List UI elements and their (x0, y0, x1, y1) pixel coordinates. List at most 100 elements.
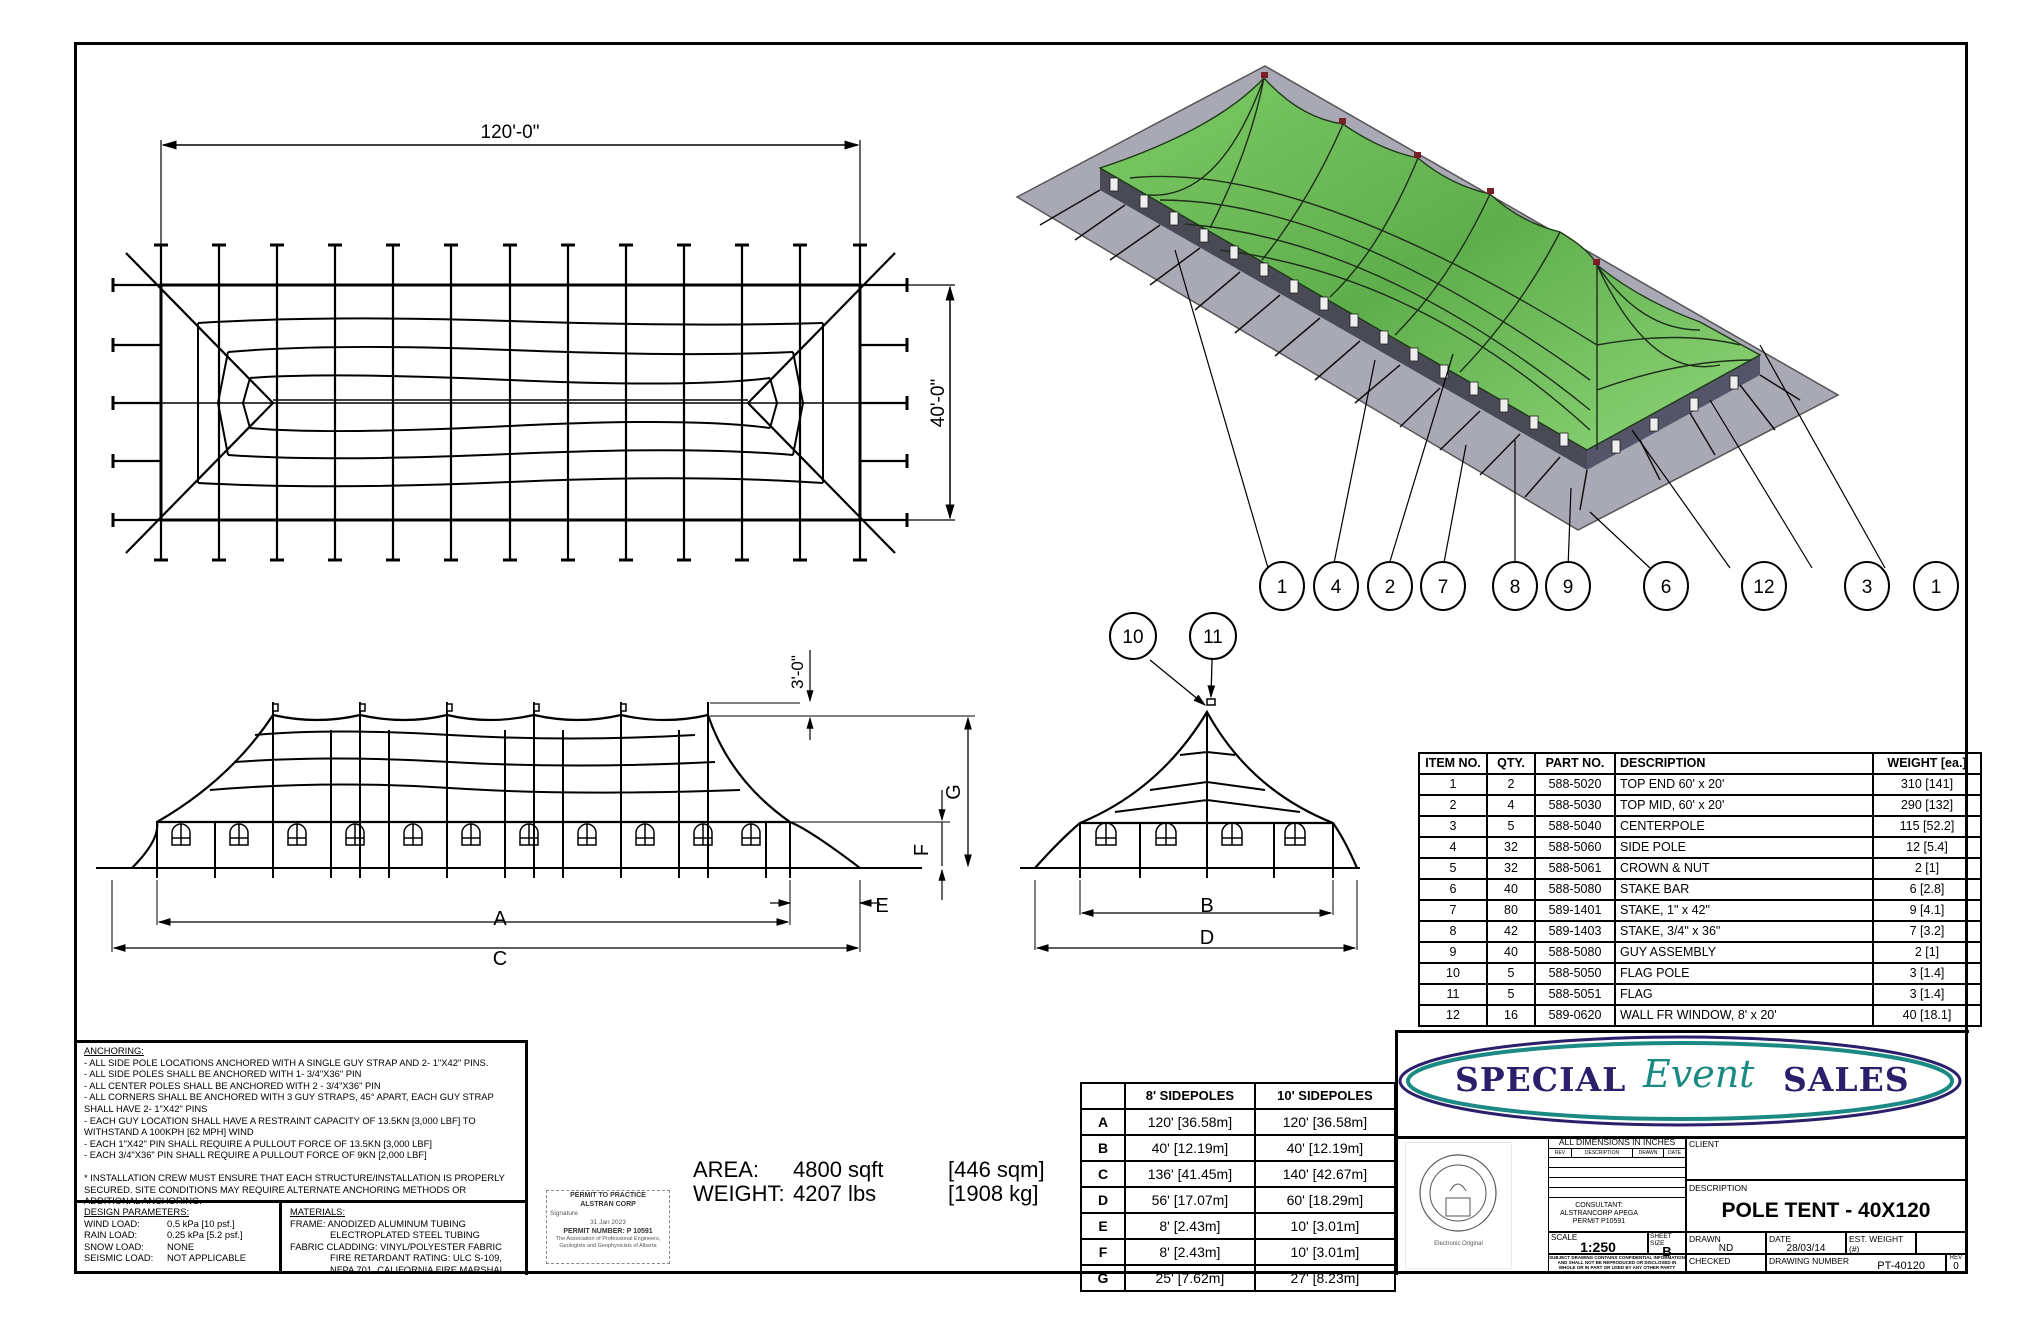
checked-cell: CHECKED (1686, 1254, 1766, 1272)
bom-header-part: PART NO. (1534, 752, 1616, 775)
anchoring-line: - ALL SIDE POLES SHALL BE ANCHORED WITH … (84, 1068, 362, 1080)
isometric-balloons: 1 4 2 7 8 9 6 12 3 1 (1259, 561, 1959, 611)
svg-text:12: 12 (1753, 577, 1774, 598)
logo-word-sales: SALES (1783, 1060, 1910, 1099)
drawn-cell: DRAWN ND (1686, 1232, 1766, 1254)
area-label: AREA: (693, 1157, 760, 1182)
drawing-number-cell: DRAWING NUMBER PT-40120 (1766, 1254, 1946, 1272)
balloon-1b: 1 (1913, 561, 1959, 611)
title-block-frame (1395, 1030, 1969, 1275)
drawing-title: POLE TENT - 40X120 (1721, 1199, 1931, 1222)
svg-text:6: 6 (1661, 577, 1672, 598)
svg-text:1: 1 (1277, 577, 1288, 598)
rev-cell: REV 0 (1946, 1254, 1966, 1272)
bom-header-description: DESCRIPTION (1614, 752, 1874, 775)
dim-label-c: C (493, 948, 507, 970)
balloon-6: 6 (1643, 561, 1689, 611)
dim-label-g: G (943, 784, 965, 800)
weight-value: 4207 lbs (793, 1181, 877, 1206)
bom-header-qty: QTY. (1486, 752, 1536, 775)
anchoring-line: - ALL CORNERS SHALL BE ANCHORED WITH 3 G… (84, 1091, 494, 1114)
svg-text:10: 10 (1122, 627, 1143, 648)
logo-word-event: Event (1643, 1052, 1755, 1096)
anchoring-line: - EACH 3/4"x36" PIN SHALL REQUIRE A PULL… (84, 1149, 427, 1161)
description-label: DESCRIPTION (1689, 1183, 1748, 1193)
drawing-number: PT-40120 (1877, 1260, 1925, 1272)
balloon-2: 2 (1367, 561, 1413, 611)
balloon-10: 10 (1109, 612, 1157, 660)
client-cell: CLIENT (1686, 1136, 1966, 1180)
bill-of-materials-table: ITEM NO. QTY. PART NO. DESCRIPTION WEIGH… (1418, 752, 1982, 1027)
svg-text:9: 9 (1563, 577, 1574, 598)
design-title: DESIGN PARAMETERS: (84, 1206, 190, 1217)
notes-box (74, 1040, 528, 1275)
dim-label-b: B (1200, 895, 1213, 917)
bom-header-weight: WEIGHT [ea.] (1872, 752, 1982, 775)
balloon-1: 1 (1259, 561, 1305, 611)
consultant-info: CONSULTANT: ALSTRANCORP APEGA PERMIT P10… (1559, 1202, 1639, 1225)
weight-label: WEIGHT: (693, 1181, 785, 1206)
anchoring-notes: ANCHORING: - ALL SIDE POLE LOCATIONS ANC… (84, 1045, 524, 1207)
anchoring-line: - EACH 1"x42" PIN SHALL REQUIRE A PULLOU… (84, 1137, 432, 1149)
logo-word-special: SPECIAL (1455, 1060, 1627, 1099)
anchoring-line: - EACH GUY LOCATION SHALL HAVE A RESTRAI… (84, 1114, 476, 1138)
svg-text:11: 11 (1203, 627, 1223, 648)
svg-text:1: 1 (1931, 577, 1942, 598)
dim-label-d: D (1200, 927, 1214, 949)
permit-stamp: PERMIT TO PRACTICE ALSTRAN CORP Signatur… (546, 1190, 670, 1264)
drawing-border (74, 42, 1968, 1274)
dims-header-row: 8' SIDEPOLES 10' SIDEPOLES (1080, 1082, 1397, 1110)
confidentiality-notice: SUBJECT DRAWING CONTAINS CONFIDENTIAL IN… (1548, 1254, 1686, 1272)
svg-text:3: 3 (1862, 577, 1873, 598)
plan-view (111, 140, 955, 562)
balloon-11: 11 (1189, 612, 1237, 660)
balloon-3: 3 (1844, 561, 1890, 611)
flag-height-dim: 3'-0" (788, 655, 807, 689)
svg-text:2: 2 (1385, 577, 1396, 598)
svg-text:4: 4 (1331, 577, 1342, 598)
est-weight-value-cell (1916, 1232, 1966, 1254)
dims-note: ALL DIMENSIONS IN INCHES (1549, 1137, 1685, 1149)
balloon-8: 8 (1492, 561, 1538, 611)
sheet-size-cell: SHEET SIZE B (1648, 1232, 1686, 1258)
anchoring-line: - ALL CENTER POLES SHALL BE ANCHORED WIT… (84, 1079, 381, 1091)
area-weight-summary: AREA:4800 sqft[446 sqm] WEIGHT:4207 lbs[… (693, 1158, 1045, 1206)
balloon-7: 7 (1420, 561, 1466, 611)
anchoring-line: - ALL SIDE POLE LOCATIONS ANCHORED WITH … (84, 1056, 489, 1068)
engineer-seal: Electronic Original (1405, 1142, 1512, 1269)
description-cell: DESCRIPTION POLE TENT - 40X120 (1686, 1180, 1966, 1232)
company-logo: SPECIAL Event SALES (1395, 1030, 1966, 1139)
area-value: 4800 sqft (793, 1157, 884, 1182)
end-elevation (1020, 659, 1360, 952)
area-metric: [446 sqm] (948, 1157, 1045, 1182)
seal-caption: Electronic Original (1434, 1241, 1483, 1247)
scale-cell: SCALE 1:250 (1548, 1232, 1648, 1254)
svg-text:7: 7 (1438, 577, 1449, 598)
plan-length-dim: 120'-0" (481, 122, 540, 143)
plan-width-dim: 40'-0" (928, 379, 949, 427)
dims-header-8ft: 8' SIDEPOLES (1124, 1082, 1256, 1110)
date-value: 28/03/14 (1786, 1243, 1826, 1254)
balloon-9: 9 (1545, 561, 1591, 611)
bom-header-row: ITEM NO. QTY. PART NO. DESCRIPTION WEIGH… (1418, 752, 1982, 775)
notes-divider (74, 1200, 525, 1203)
drawn-value: ND (1718, 1243, 1734, 1254)
materials-title: MATERIALS: (290, 1206, 346, 1217)
revision-table: ALL DIMENSIONS IN INCHES REV DESCRIPTION… (1548, 1136, 1686, 1232)
